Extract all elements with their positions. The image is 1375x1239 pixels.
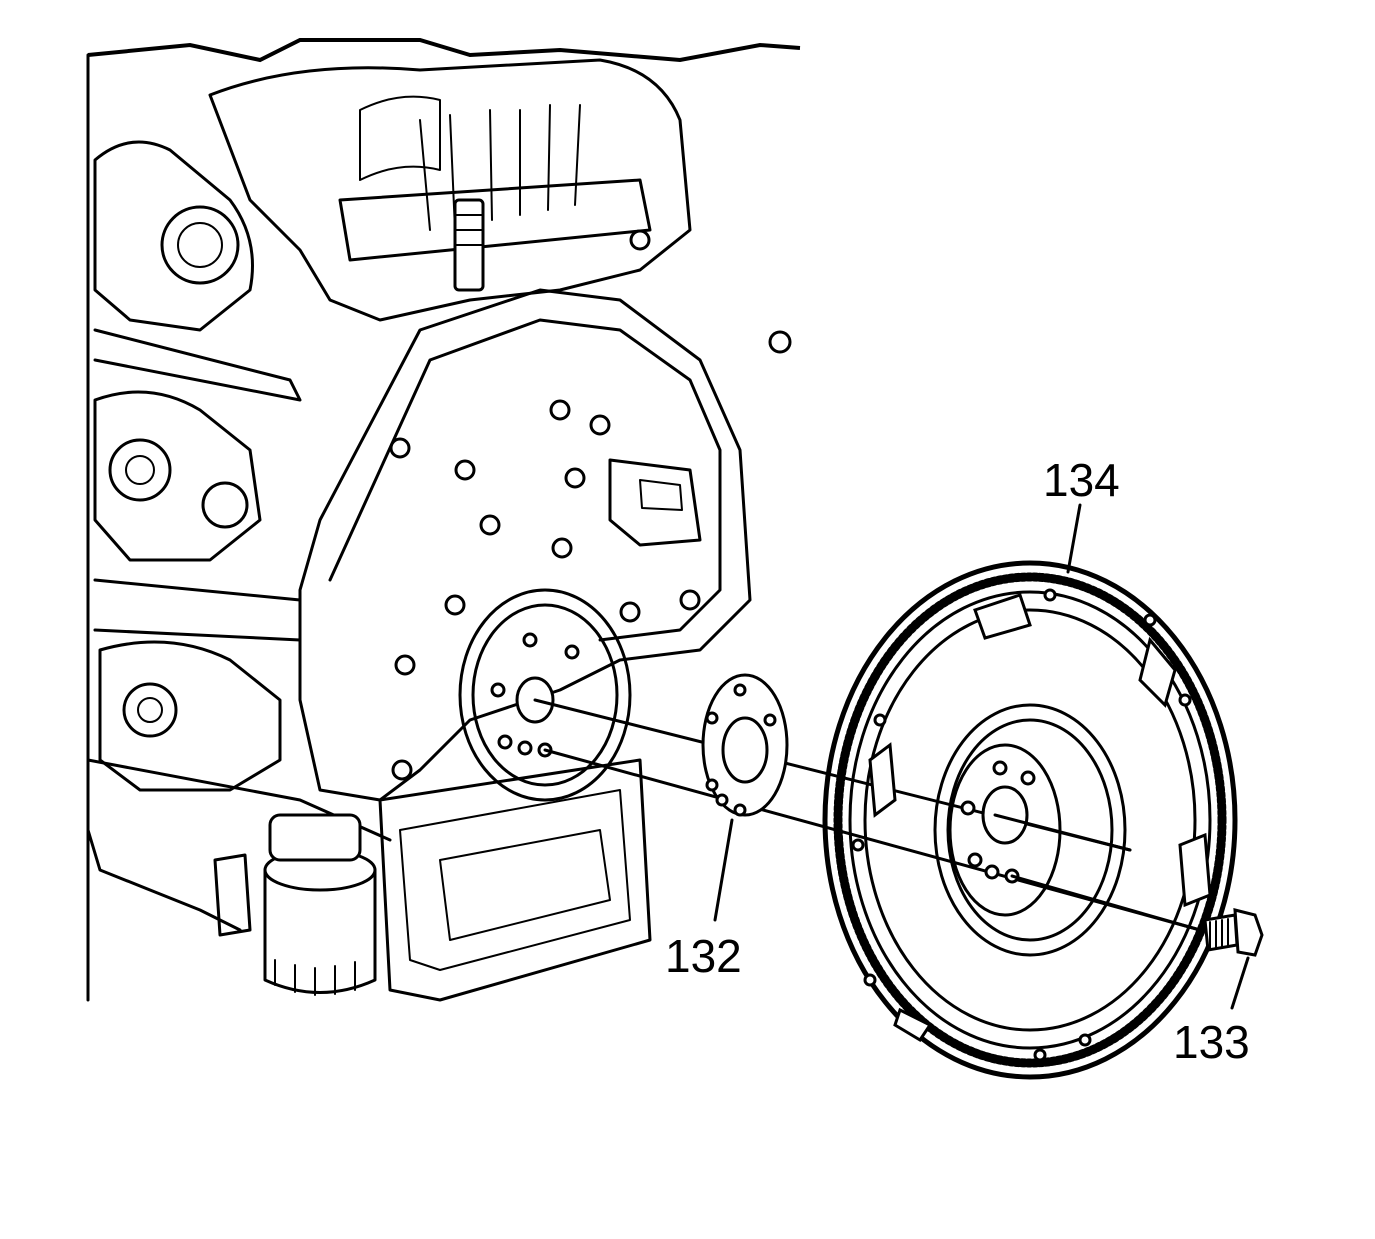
alignment-lines: [533, 698, 1202, 932]
oil-filter: [263, 813, 377, 996]
bolt-133: [1203, 908, 1264, 957]
flywheel-134: [822, 560, 1238, 1080]
crankshaft-flange: [458, 588, 632, 802]
engine-block: [86, 38, 801, 1002]
block-bolts: [389, 229, 792, 781]
callout-134: 134: [1043, 454, 1120, 506]
spacer-132: [701, 673, 789, 817]
callout-132: 132: [665, 930, 742, 982]
callout-leaders: [713, 503, 1250, 1010]
callout-133: 133: [1173, 1016, 1250, 1068]
